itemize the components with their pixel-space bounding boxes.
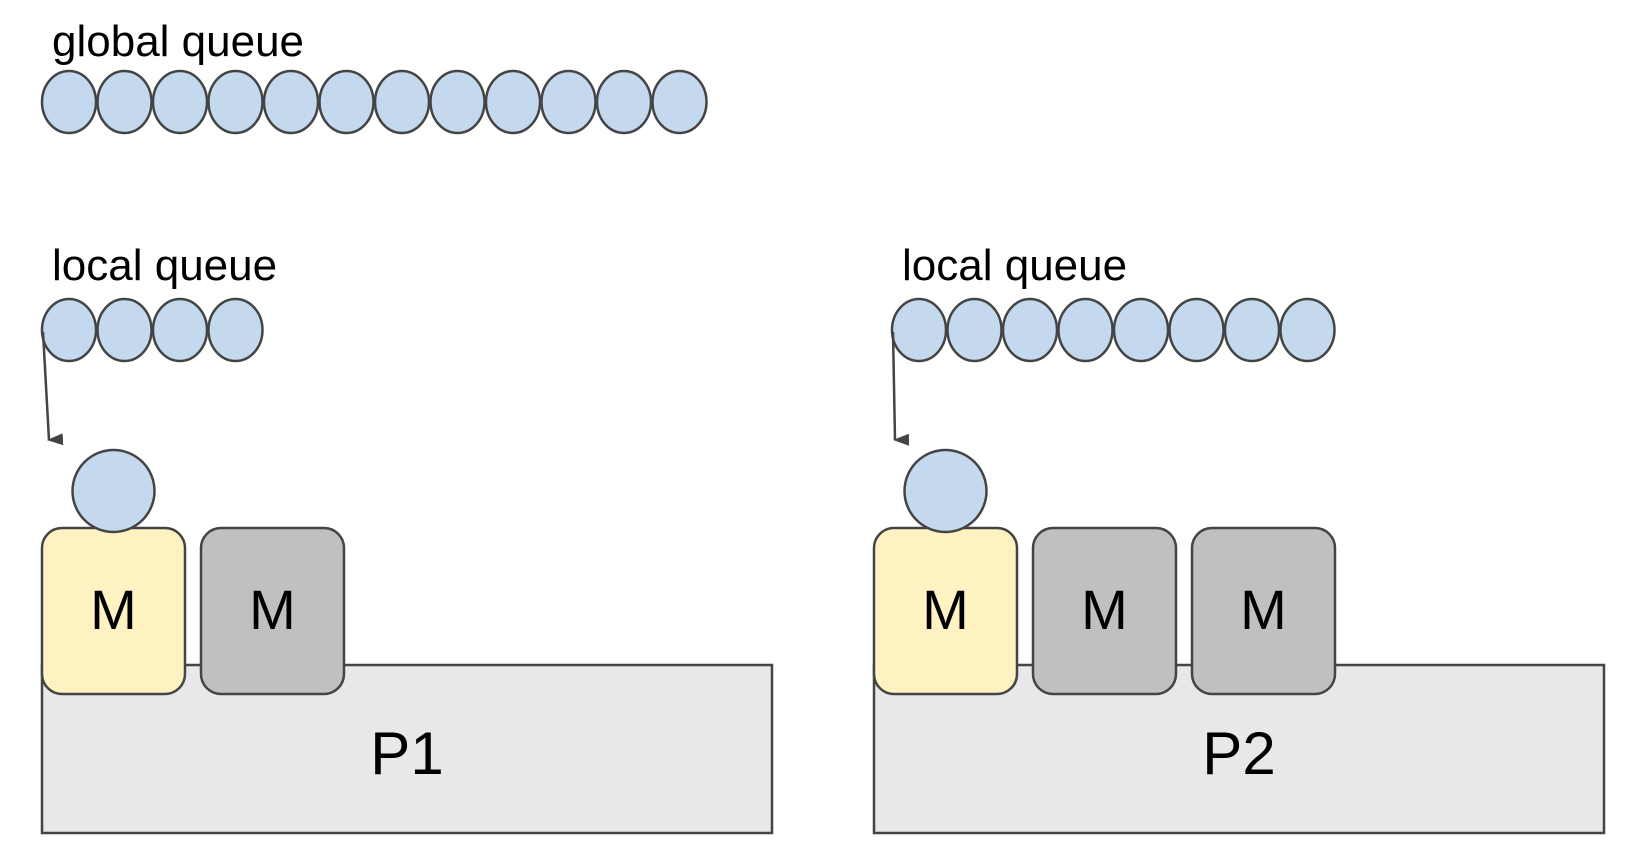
p2-machine-2-label: M	[1081, 578, 1128, 641]
global-queue: global queue	[40, 17, 708, 135]
p2-machine-1-label: M	[922, 578, 969, 641]
p1-machine-1-label: M	[90, 578, 137, 641]
global-queue-goroutine-10	[540, 69, 597, 135]
global-queue-goroutine-4	[207, 69, 264, 135]
p1-dequeue-arrow	[41, 331, 64, 446]
processor-p1-label: P1	[370, 720, 443, 787]
global-queue-goroutine-9	[484, 69, 542, 135]
processor-p2-label: P2	[1202, 720, 1275, 787]
p1-local-queue-goroutine-2	[96, 297, 153, 363]
global-queue-label: global queue	[52, 17, 304, 66]
p2-local-queue-goroutine-4	[1057, 297, 1114, 363]
global-queue-goroutines	[40, 69, 708, 135]
global-queue-goroutine-3	[151, 69, 209, 135]
p1-local-queue-goroutine-3	[151, 297, 209, 363]
p2-machine-3-label: M	[1240, 578, 1287, 641]
global-queue-goroutine-1	[40, 69, 98, 135]
global-queue-goroutine-7	[373, 69, 431, 135]
p2-local-queue-goroutine-5	[1112, 297, 1170, 363]
p2-local-queue-goroutine-8	[1279, 297, 1336, 363]
p1-local-queue-label: local queue	[52, 241, 277, 290]
p1-running-goroutine	[71, 448, 156, 534]
global-queue-goroutine-12	[651, 69, 708, 135]
p2-local-queue-label: local queue	[902, 241, 1127, 290]
p2-local-queue-goroutine-7	[1223, 297, 1281, 363]
global-queue-goroutine-5	[262, 69, 320, 135]
p1-machine-2-box	[199, 526, 346, 696]
p1-local-queue-goroutine-4	[207, 297, 264, 363]
p1-local-queue-goroutine-1	[40, 297, 98, 363]
global-queue-goroutine-6	[318, 69, 375, 135]
global-queue-goroutine-11	[595, 69, 653, 135]
p2-local-queue-goroutine-6	[1168, 297, 1225, 363]
p2-dequeue-arrow	[891, 331, 910, 446]
processor-p2-group: local queue P2 M M M	[872, 241, 1606, 835]
p1-local-queue-goroutines	[40, 297, 264, 363]
p2-local-queue-goroutine-2	[946, 297, 1003, 363]
p2-machine-3-box	[1190, 526, 1337, 696]
p2-local-queue-goroutine-1	[890, 297, 948, 363]
p2-machine-2-box	[1031, 526, 1178, 696]
p1-machine-2-label: M	[249, 578, 296, 641]
p2-running-goroutine	[903, 448, 988, 534]
p2-local-queue-goroutine-3	[1001, 297, 1059, 363]
p2-local-queue-goroutines	[890, 297, 1336, 363]
global-queue-goroutine-2	[96, 69, 153, 135]
global-queue-goroutine-8	[429, 69, 486, 135]
